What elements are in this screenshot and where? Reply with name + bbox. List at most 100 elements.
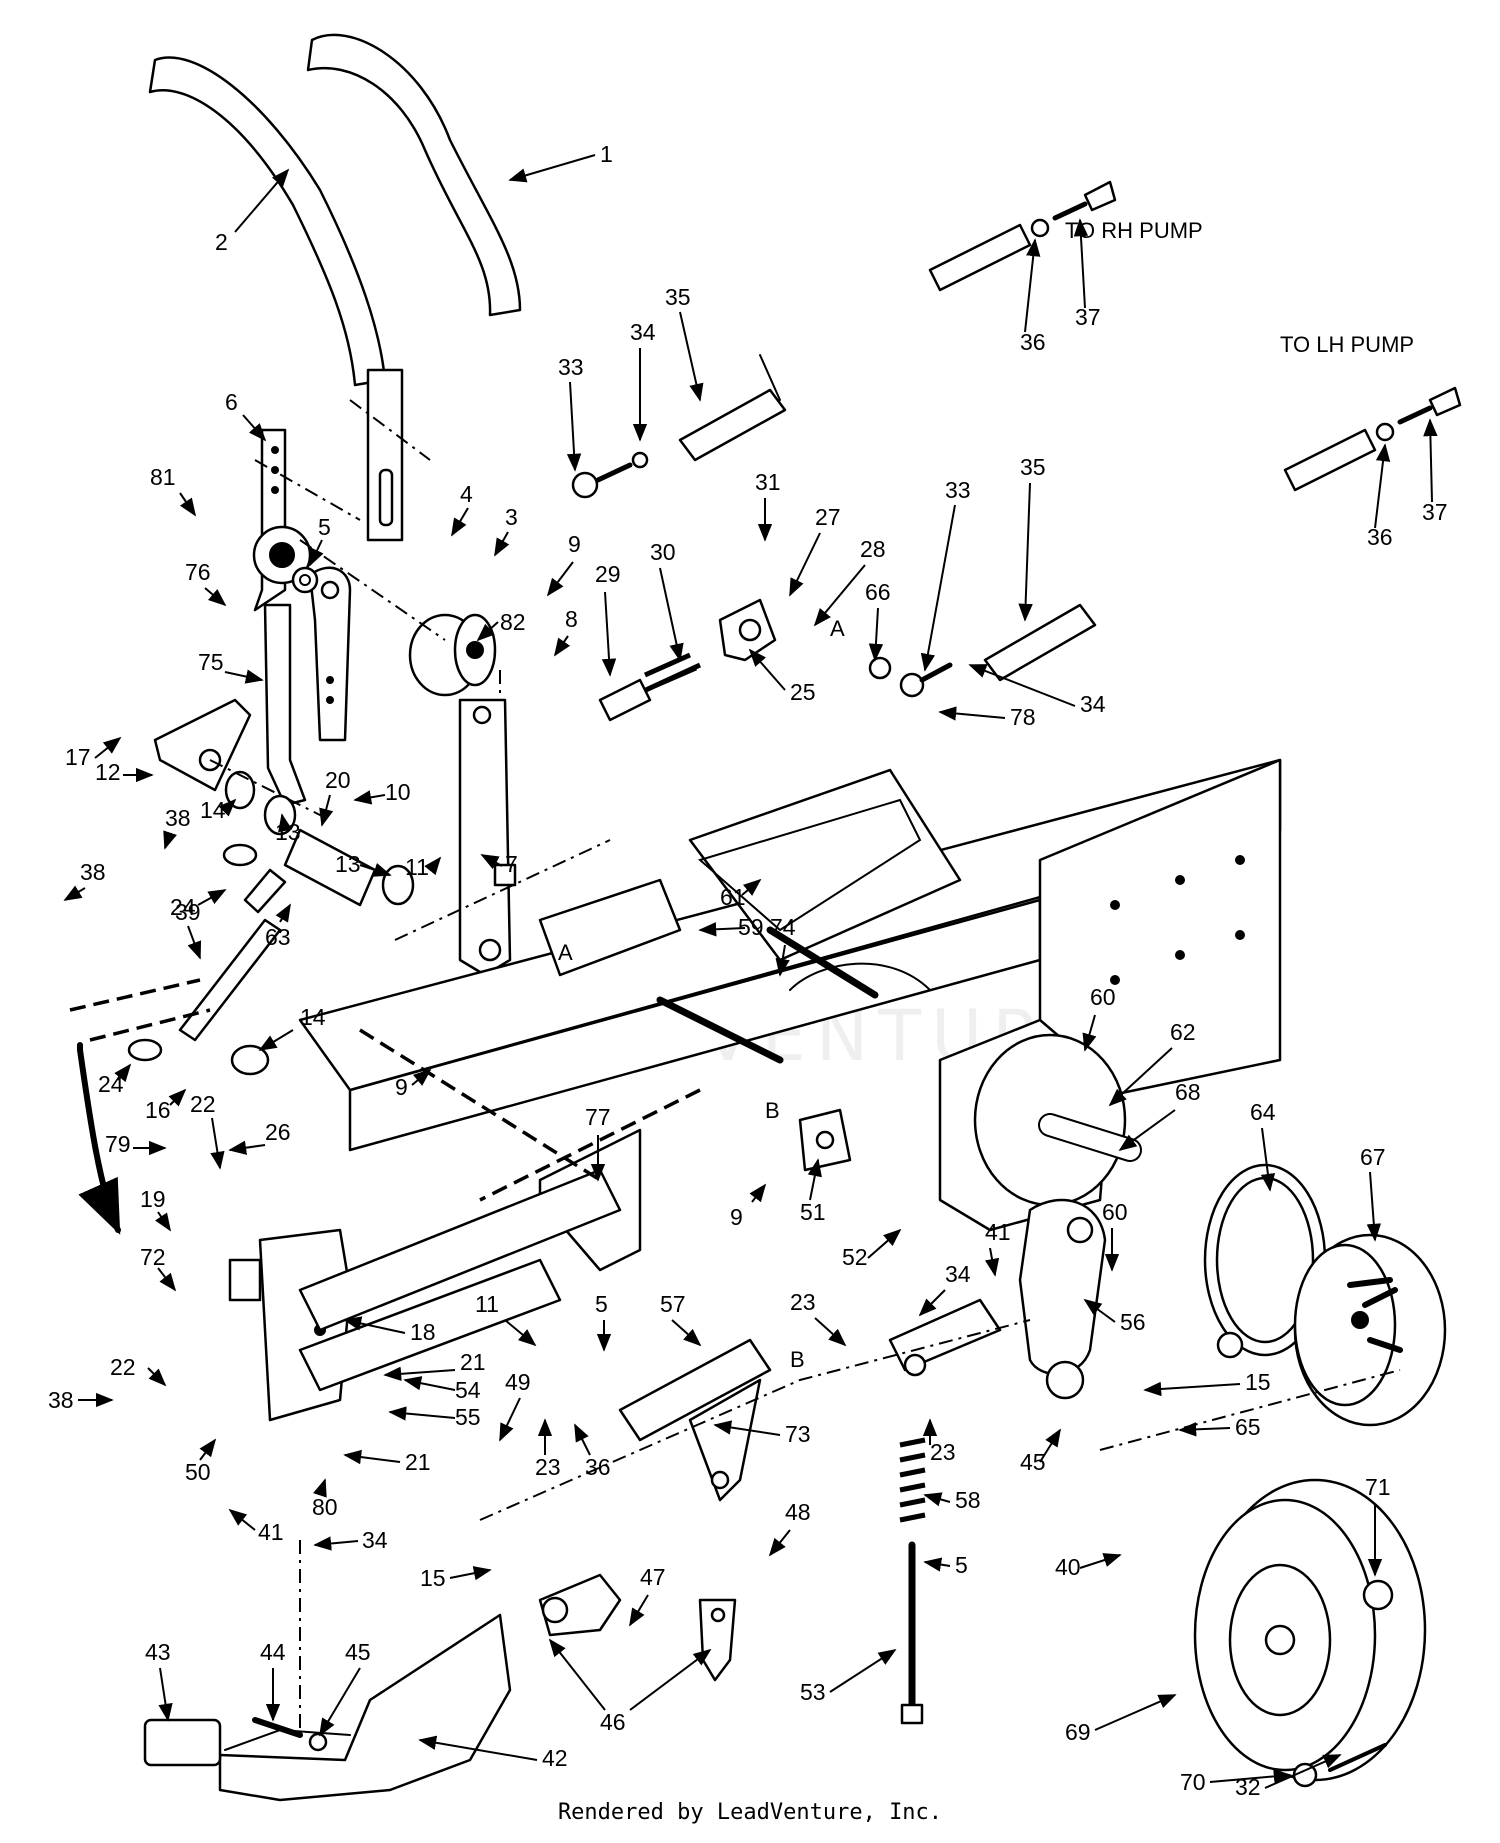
- bracket-75: [263, 603, 307, 807]
- svg-text:78: 78: [1010, 704, 1036, 730]
- control-arm-6: [252, 428, 312, 612]
- svg-text:34: 34: [630, 319, 656, 345]
- svg-text:73: 73: [785, 1421, 811, 1447]
- gas-spring-39: [178, 868, 287, 1042]
- svg-text:19: 19: [140, 1186, 166, 1212]
- bolts-59-61: [656, 926, 879, 1064]
- svg-text:61: 61: [720, 884, 746, 910]
- svg-text:79: 79: [105, 1131, 131, 1157]
- svg-text:41: 41: [258, 1519, 284, 1545]
- svg-text:45: 45: [345, 1639, 371, 1665]
- svg-text:74: 74: [770, 914, 796, 940]
- svg-text:17: 17: [65, 744, 91, 770]
- svg-text:69: 69: [1065, 1719, 1091, 1745]
- dash-lines: [209, 399, 1401, 1740]
- cross-rails: [298, 1168, 622, 1392]
- svg-text:32: 32: [1235, 1774, 1261, 1800]
- svg-text:24: 24: [170, 894, 196, 920]
- svg-text:50: 50: [185, 1459, 211, 1485]
- svg-text:25: 25: [790, 679, 816, 705]
- arm-56: [1018, 1198, 1107, 1400]
- svg-text:6: 6: [225, 389, 238, 415]
- svg-text:TO RH PUMP: TO RH PUMP: [1065, 218, 1203, 243]
- svg-text:23: 23: [790, 1289, 816, 1315]
- svg-text:57: 57: [660, 1291, 686, 1317]
- svg-text:62: 62: [1170, 1019, 1196, 1045]
- svg-text:B: B: [790, 1347, 805, 1372]
- svg-text:67: 67: [1360, 1144, 1386, 1170]
- seat-mount-74: [688, 768, 962, 991]
- svg-text:39: 39: [175, 899, 201, 925]
- svg-text:B: B: [765, 1098, 780, 1123]
- svg-text:22: 22: [190, 1091, 216, 1117]
- svg-text:36: 36: [1020, 329, 1046, 355]
- svg-text:38: 38: [80, 859, 106, 885]
- spring-58: [899, 1437, 926, 1523]
- svg-text:45: 45: [1020, 1449, 1046, 1475]
- dash-lines-left: [69, 978, 211, 1042]
- svg-text:4: 4: [460, 481, 473, 507]
- svg-text:56: 56: [1120, 1309, 1146, 1335]
- svg-text:72: 72: [140, 1244, 166, 1270]
- svg-text:46: 46: [600, 1709, 626, 1735]
- svg-text:52: 52: [842, 1244, 868, 1270]
- pump-rod-rh: [928, 180, 1117, 292]
- mount-24: [127, 843, 258, 1062]
- svg-text:77: 77: [585, 1104, 611, 1130]
- svg-text:A: A: [830, 616, 845, 641]
- svg-text:35: 35: [1020, 454, 1046, 480]
- pump-rod-lh: [1283, 386, 1462, 492]
- svg-text:16: 16: [145, 1097, 171, 1123]
- svg-text:71: 71: [1365, 1474, 1391, 1500]
- link-57: [618, 1338, 772, 1502]
- svg-text:36: 36: [1367, 524, 1393, 550]
- svg-text:76: 76: [185, 559, 211, 585]
- spacer-20: [283, 828, 377, 907]
- svg-text:36: 36: [585, 1454, 611, 1480]
- svg-text:20: 20: [325, 767, 351, 793]
- control-plate-6b: [308, 566, 352, 742]
- svg-text:47: 47: [640, 1564, 666, 1590]
- svg-text:5: 5: [318, 514, 331, 540]
- svg-text:33: 33: [945, 477, 971, 503]
- svg-text:9: 9: [730, 1204, 743, 1230]
- svg-text:44: 44: [260, 1639, 286, 1665]
- svg-text:34: 34: [362, 1527, 388, 1553]
- bracket-12: [153, 698, 252, 792]
- svg-text:55: 55: [455, 1404, 481, 1430]
- svg-text:22: 22: [110, 1354, 136, 1380]
- svg-text:35: 35: [665, 284, 691, 310]
- linkage-23: [888, 1298, 1002, 1377]
- svg-text:34: 34: [1080, 691, 1106, 717]
- handle-bar-2: [148, 56, 404, 542]
- svg-text:10: 10: [385, 779, 411, 805]
- svg-text:31: 31: [755, 469, 781, 495]
- svg-text:27: 27: [815, 504, 841, 530]
- svg-text:37: 37: [1075, 304, 1101, 330]
- wheel-69: [1193, 1478, 1427, 1782]
- svg-text:42: 42: [542, 1745, 568, 1771]
- handle-bar-1: [306, 33, 522, 317]
- rod-end-33-right: [868, 656, 953, 698]
- svg-text:38: 38: [165, 805, 191, 831]
- footer-credit: Rendered by LeadVenture, Inc.: [557, 1800, 943, 1825]
- svg-text:15: 15: [420, 1565, 446, 1591]
- rod-end-33-top: [571, 451, 649, 499]
- svg-text:8: 8: [565, 606, 578, 632]
- svg-text:28: 28: [860, 536, 886, 562]
- roller-82: [408, 613, 497, 697]
- svg-text:5: 5: [595, 1291, 608, 1317]
- svg-text:37: 37: [1422, 499, 1448, 525]
- svg-text:53: 53: [800, 1679, 826, 1705]
- svg-text:60: 60: [1090, 984, 1116, 1010]
- diagram-notes: TO RH PUMP TO LH PUMP A A B B: [558, 218, 1414, 1372]
- spring-assembly-30: [598, 598, 777, 722]
- svg-text:48: 48: [785, 1499, 811, 1525]
- svg-text:29: 29: [595, 561, 621, 587]
- bolt-44: [252, 1717, 328, 1752]
- svg-text:14: 14: [300, 1004, 326, 1030]
- svg-text:5: 5: [955, 1552, 968, 1578]
- brake-drum-67: [1293, 1233, 1447, 1427]
- svg-text:38: 38: [48, 1387, 74, 1413]
